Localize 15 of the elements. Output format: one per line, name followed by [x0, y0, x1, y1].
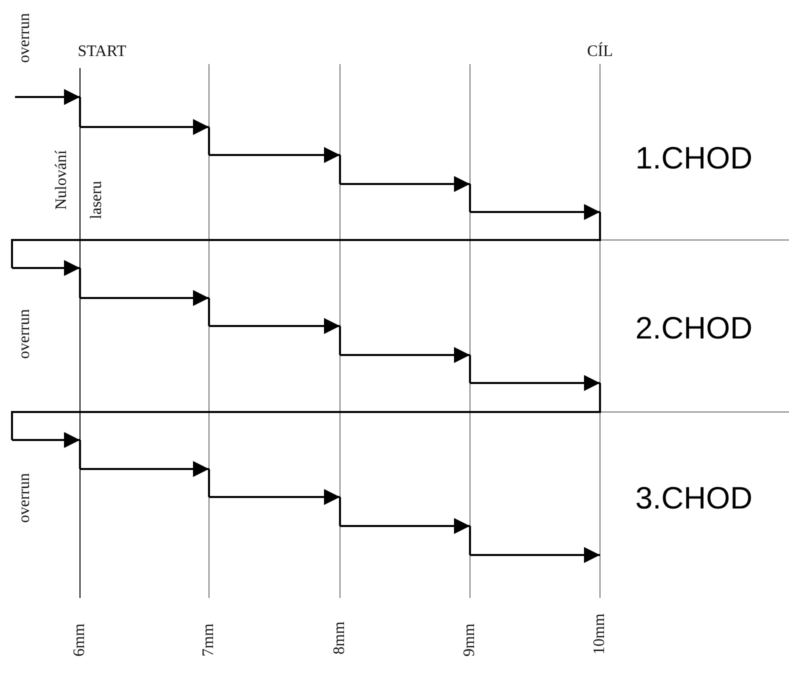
distance-label: 10mm — [592, 614, 608, 654]
distance-label: 8mm — [332, 622, 348, 654]
side-note: laseru — [89, 180, 105, 220]
run-label: 1.CHOD — [635, 142, 753, 174]
distance-label: 6mm — [72, 624, 88, 656]
side-note: overrun — [17, 473, 33, 523]
side-note: overrun — [17, 309, 33, 359]
finish-label: CÍL — [587, 44, 613, 60]
side-note: Nulování — [54, 150, 70, 210]
distance-label: 9mm — [462, 624, 478, 656]
run-label: 3.CHOD — [635, 482, 753, 514]
distance-label: 7mm — [201, 624, 217, 656]
run-label: 2.CHOD — [635, 312, 753, 344]
start-label: START — [78, 44, 126, 60]
side-note: overrun — [17, 13, 33, 63]
